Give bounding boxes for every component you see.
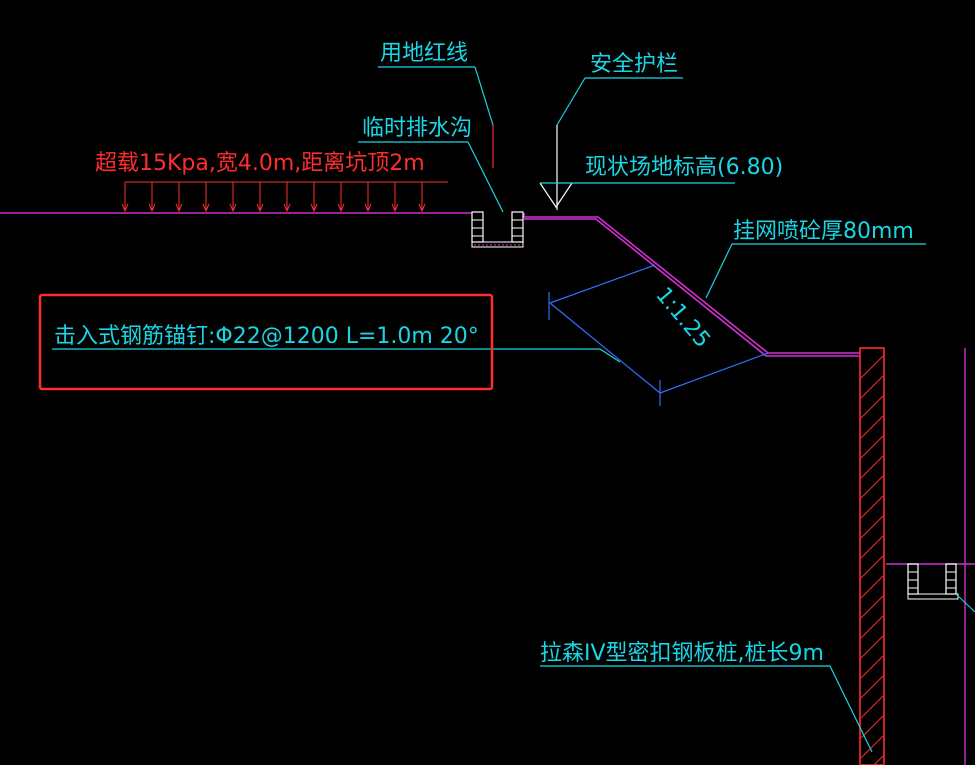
slope-dimensions: [548, 264, 769, 406]
hatch-line: [860, 555, 884, 579]
ground-surface: [0, 212, 860, 357]
hatch-line: [860, 695, 884, 719]
hatch-line: [860, 655, 884, 679]
hatch-line: [873, 755, 884, 765]
hatch-line: [860, 715, 884, 739]
load-arrow-head: [283, 203, 291, 213]
load-arrow-head: [229, 203, 237, 213]
label-property-line: 用地红线: [380, 41, 468, 66]
load-arrow-head: [391, 203, 399, 213]
hatch-line: [860, 535, 884, 559]
label-shotcrete: 挂网喷砼厚80mm: [733, 219, 914, 244]
elevation-marker: [539, 182, 585, 209]
load-arrow-head: [175, 203, 183, 213]
hatch-line: [860, 435, 884, 459]
load-arrow-head: [256, 203, 264, 213]
load-arrow-head: [337, 203, 345, 213]
load-arrow-head: [418, 203, 426, 213]
drainage-ditch-right: [886, 348, 975, 765]
load-arrow-head: [148, 203, 156, 213]
load-arrow-head: [310, 203, 318, 213]
hatch-line: [860, 635, 884, 659]
load-arrow-head: [202, 203, 210, 213]
label-surcharge: 超载15Kpa,宽4.0m,距离坑顶2m: [95, 151, 425, 176]
highlight-box: [38, 293, 494, 391]
hatch-line: [860, 575, 884, 599]
hatch-line: [860, 515, 884, 539]
hatch-line: [860, 595, 884, 619]
label-safety-rail: 安全护栏: [590, 52, 678, 77]
hatch-line: [860, 415, 884, 439]
drainage-ditch: [471, 211, 524, 248]
label-site-elevation: 现状场地标高(6.80): [585, 155, 783, 180]
surcharge-load: [121, 181, 448, 213]
hatch-line: [860, 475, 884, 499]
hatch-line: [860, 735, 884, 759]
load-arrow-head: [364, 203, 372, 213]
soil-nail-leader: [52, 348, 621, 363]
label-slope-ratio: 1:1.25: [650, 283, 714, 353]
hatch-line: [860, 375, 884, 399]
load-arrow-head: [121, 203, 129, 213]
label-soil-nail: 击入式钢筋锚钉:Φ22@1200 L=1.0m 20°: [54, 324, 479, 349]
hatch-line: [860, 455, 884, 479]
label-sheet-pile: 拉森IV型密扣钢板桩,桩长9m: [540, 641, 824, 666]
hatch-line: [860, 495, 884, 519]
label-drain-ditch: 临时排水沟: [362, 116, 472, 141]
hatch-line: [860, 675, 884, 699]
sheet-pile: [859, 347, 885, 765]
leader-lines: [358, 66, 926, 753]
hatch-line: [860, 615, 884, 639]
hatch-line: [860, 355, 884, 379]
hatch-line: [860, 395, 884, 419]
